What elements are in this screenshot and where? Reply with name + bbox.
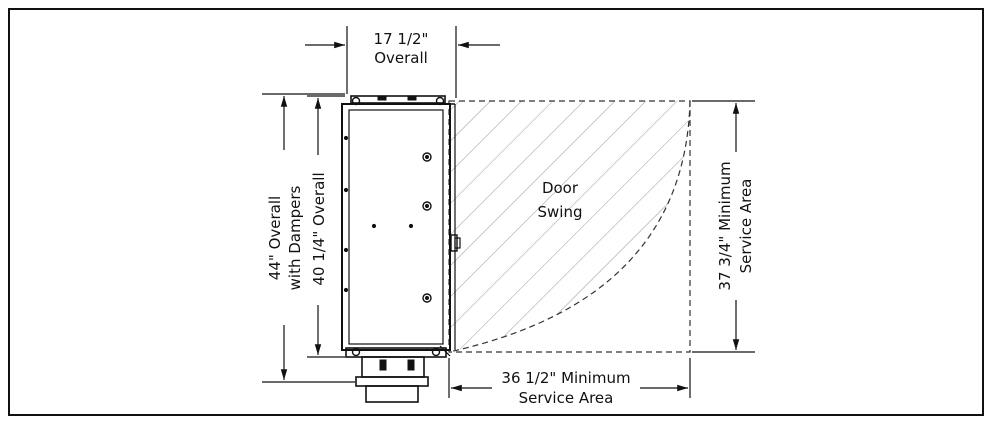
left-inner-dim-line1: 40 1/4" Overall [310, 172, 328, 285]
outer-frame [8, 8, 984, 416]
bottom-dim-line1: 36 1/2" Minimum [501, 369, 630, 387]
right-dimension [692, 100, 755, 353]
unit-body [341, 95, 461, 403]
bottom-dimension [448, 358, 691, 398]
door-swing-line1: Door [542, 179, 579, 197]
bottom-dim-line2: Service Area [519, 389, 614, 407]
top-dim-line2: Overall [374, 49, 428, 67]
door-swing-area [448, 100, 691, 353]
right-dim-line2: Service Area [737, 179, 755, 274]
left-outer-dim-line2: with Dampers [286, 185, 304, 290]
top-dimension [305, 26, 500, 98]
left-inner-dimension [307, 95, 345, 358]
right-dim-line1: 37 3/4" Minimum [716, 161, 734, 290]
left-outer-dim-line1: 44" Overall [266, 196, 284, 280]
door-swing-line2: Swing [538, 203, 583, 221]
top-dim-line1: 17 1/2" [374, 30, 429, 48]
left-outer-dimension [262, 93, 355, 383]
